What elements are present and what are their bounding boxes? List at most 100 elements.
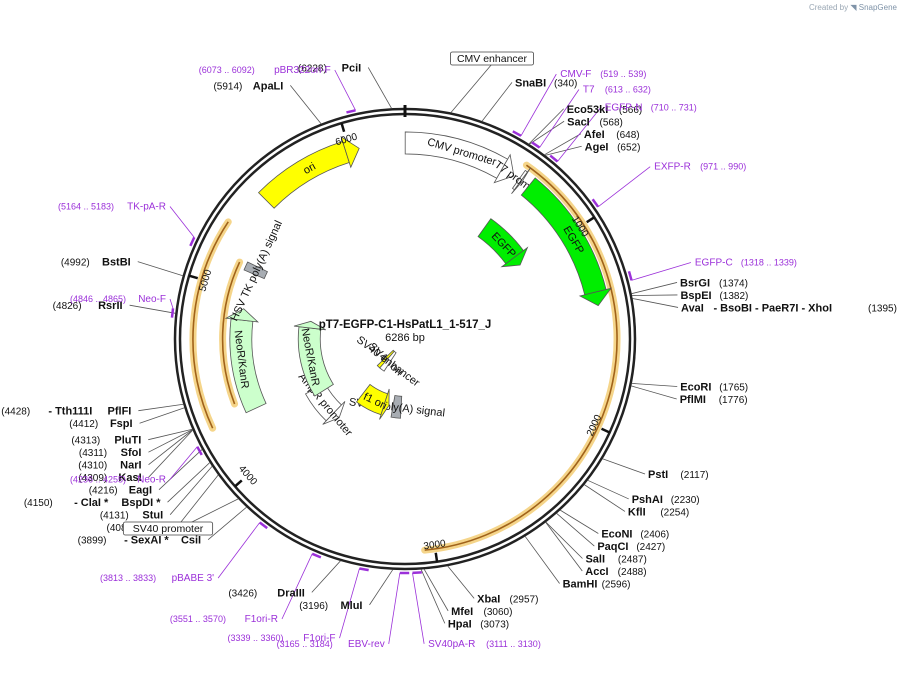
primer: EBV-rev(3165 .. 3184)	[277, 639, 385, 650]
feature-arrowhead-6	[322, 401, 346, 425]
label-box	[122, 521, 214, 536]
primer-range: (4236 .. 4255)	[70, 474, 126, 484]
primer: EGFP-C(1318 .. 1339)	[695, 258, 797, 269]
leader-lines	[129, 63, 692, 644]
tick-label-3000: 3000	[423, 538, 447, 552]
enzyme-site: EagI (4216)	[89, 485, 152, 497]
leader-line	[556, 513, 595, 547]
leader-line	[148, 429, 193, 466]
enzyme-name: EagI	[129, 485, 152, 497]
enzyme-position: (648)	[616, 130, 639, 141]
primer-name: pBR322ori-F	[274, 65, 331, 76]
enzyme-position: (1382)	[719, 291, 748, 302]
leader-line	[369, 569, 394, 606]
leader-line	[559, 509, 599, 534]
leader-line	[528, 108, 564, 145]
primer-name: CMV-F	[560, 69, 591, 80]
enzyme-name: KasI	[118, 472, 141, 484]
leader-line	[290, 85, 322, 125]
leader-line	[631, 385, 677, 400]
enzyme-site: AvaI- BsoBI - PaeR7I - XhoI(1395)	[681, 302, 897, 314]
credit-brand: SnapGene	[858, 3, 897, 12]
enzyme-position: (2117)	[680, 470, 708, 481]
feature-arrowhead-2	[578, 287, 612, 307]
leader-line	[447, 565, 475, 599]
enzyme-position: (3426)	[228, 588, 257, 599]
enzyme-name: BstBI	[102, 257, 131, 269]
boxed-label-text: CMV enhancer	[457, 53, 528, 65]
primer-name: Neo-R	[137, 474, 166, 485]
enzyme-site: SfoI(4311)	[79, 447, 142, 459]
primer-leader-9	[217, 522, 261, 579]
enzyme-name: FspI	[110, 418, 133, 430]
enzyme-site: AfeI(648)	[584, 129, 640, 141]
enzyme-name: CsiI	[181, 535, 201, 547]
leader-line	[176, 474, 219, 528]
enzyme-name: BamHI	[563, 579, 598, 591]
leader-line	[584, 484, 626, 512]
orange-arc-line-1	[192, 221, 229, 429]
primer-range: (3551 .. 3570)	[170, 614, 226, 624]
leader-line	[139, 407, 185, 424]
enzyme-position: (4150)	[24, 498, 53, 509]
primer-name: F1ori-F	[303, 633, 335, 644]
leader-line	[631, 383, 678, 387]
primer-name: pBABE 3'	[172, 573, 215, 584]
primer: pBR322ori-F(6073 .. 6092)	[199, 65, 331, 76]
enzyme-position: (2487)	[618, 555, 647, 566]
feature-12: ori	[257, 135, 360, 209]
primer-leader-5	[631, 262, 692, 281]
leader-line	[545, 521, 583, 559]
enzyme-site: StuI(4131)	[100, 510, 163, 522]
enzyme-position: (566)	[619, 105, 642, 116]
primer-leader-1	[520, 73, 557, 136]
boxed-label-text: SV40 promoter	[133, 523, 204, 535]
enzyme-name: EcoNI	[601, 529, 632, 541]
enzyme-name: StuI	[142, 510, 163, 522]
orange-arc-line-0	[424, 164, 618, 551]
enzyme-name: PflMI	[680, 394, 706, 406]
enzyme-name: DraIII	[277, 587, 305, 599]
primer-mark-7	[170, 308, 175, 318]
primer: T7(613 .. 632)	[583, 84, 651, 95]
enzyme-position: (1395)	[868, 303, 897, 314]
leader-line	[148, 428, 193, 441]
enzyme-extra: - SexAI *	[124, 535, 169, 547]
enzyme-site: FspI (4412)	[69, 418, 132, 430]
enzyme-position: (4412)	[69, 419, 98, 430]
enzyme-site: SacI(568)	[567, 116, 623, 128]
enzyme-name: Eco53kI	[567, 104, 609, 116]
feature-label-12: ori	[301, 161, 318, 177]
enzyme-site: PciI(6228)	[298, 62, 361, 74]
primer-range: (971 .. 990)	[700, 162, 746, 172]
primer: Neo-R (4236 .. 4255)	[70, 474, 166, 485]
enzyme-extra: - Tth111I	[48, 406, 92, 418]
primer: EGFP-N(710 .. 731)	[605, 103, 697, 114]
leader-line	[632, 298, 679, 308]
tick-2000	[600, 427, 611, 434]
feature-arrowhead-3	[500, 246, 529, 268]
enzyme-site: DraIII (3426)	[228, 587, 305, 599]
tick-label-4000: 4000	[236, 464, 259, 488]
enzyme-name: SfoI	[121, 447, 142, 459]
primer-name: EBV-rev	[348, 639, 385, 650]
primer-range: (3339 .. 3360)	[227, 633, 283, 643]
enzyme-position: (4216)	[89, 486, 118, 497]
feature-arrowhead-9	[224, 308, 259, 323]
primer-leader-3	[557, 107, 602, 162]
primer-leader-4	[597, 166, 651, 208]
primer-leader-7	[169, 298, 174, 309]
enzyme-name: RsrII	[98, 300, 122, 312]
enzyme-extra: - BsoBI - PaeR7I - XhoI	[713, 302, 832, 314]
enzyme-site: Eco53kI (566)	[567, 104, 643, 116]
enzyme-name: ApaLI	[253, 80, 284, 92]
enzyme-position: (1374)	[719, 278, 748, 289]
label-box	[449, 51, 534, 66]
enzyme-position: (2957)	[510, 594, 539, 605]
leader-line	[450, 63, 493, 113]
enzyme-position: (3899)	[78, 536, 107, 547]
enzyme-position: (3060)	[484, 607, 513, 618]
leader-line	[631, 294, 678, 296]
primer-leader-6	[169, 206, 195, 238]
leader-line	[420, 569, 446, 624]
